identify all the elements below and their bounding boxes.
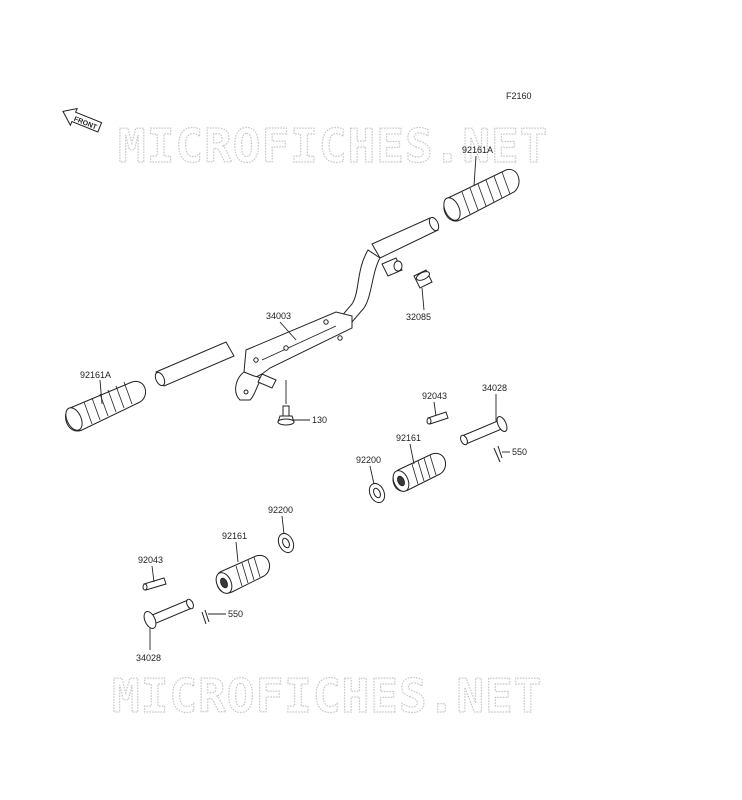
pillion-footpeg-right	[368, 411, 508, 504]
watermark-top: MICROFICHES.NET	[118, 119, 548, 173]
callouts: 92161A 32085 34003 92161A 130 92043 3402…	[80, 145, 527, 663]
callout-34003: 34003	[266, 311, 291, 321]
callout-92161A-lower: 92161A	[80, 370, 111, 380]
footpeg-rubber-upper-right	[443, 168, 520, 222]
figure-code: F2160	[506, 91, 532, 101]
pillion-footpeg-left	[142, 532, 295, 629]
callout-34028-left: 34028	[136, 653, 161, 663]
front-arrow-icon: FRONT	[62, 107, 103, 133]
callout-92200-left: 92200	[268, 505, 293, 515]
callout-92043-right: 92043	[422, 391, 447, 401]
callout-92161-left: 92161	[222, 531, 247, 541]
watermark-bottom: MICROFICHES.NET	[112, 669, 542, 723]
callout-550-left: 550	[228, 609, 243, 619]
callout-550-right: 550	[512, 447, 527, 457]
callout-92043-left: 92043	[138, 555, 163, 565]
callout-92161A-upper: 92161A	[462, 145, 493, 155]
callout-34028-right: 34028	[482, 383, 507, 393]
callout-130: 130	[312, 415, 327, 425]
callout-32085: 32085	[406, 312, 431, 322]
bolt-32085	[413, 269, 433, 311]
leader-lines	[99, 155, 510, 650]
footpeg-rubber-lower-left	[65, 380, 147, 432]
bolt-130	[277, 380, 295, 426]
callout-92200-right: 92200	[356, 455, 381, 465]
footrest-bar-assembly	[154, 216, 440, 401]
callout-92161-right: 92161	[396, 433, 421, 443]
